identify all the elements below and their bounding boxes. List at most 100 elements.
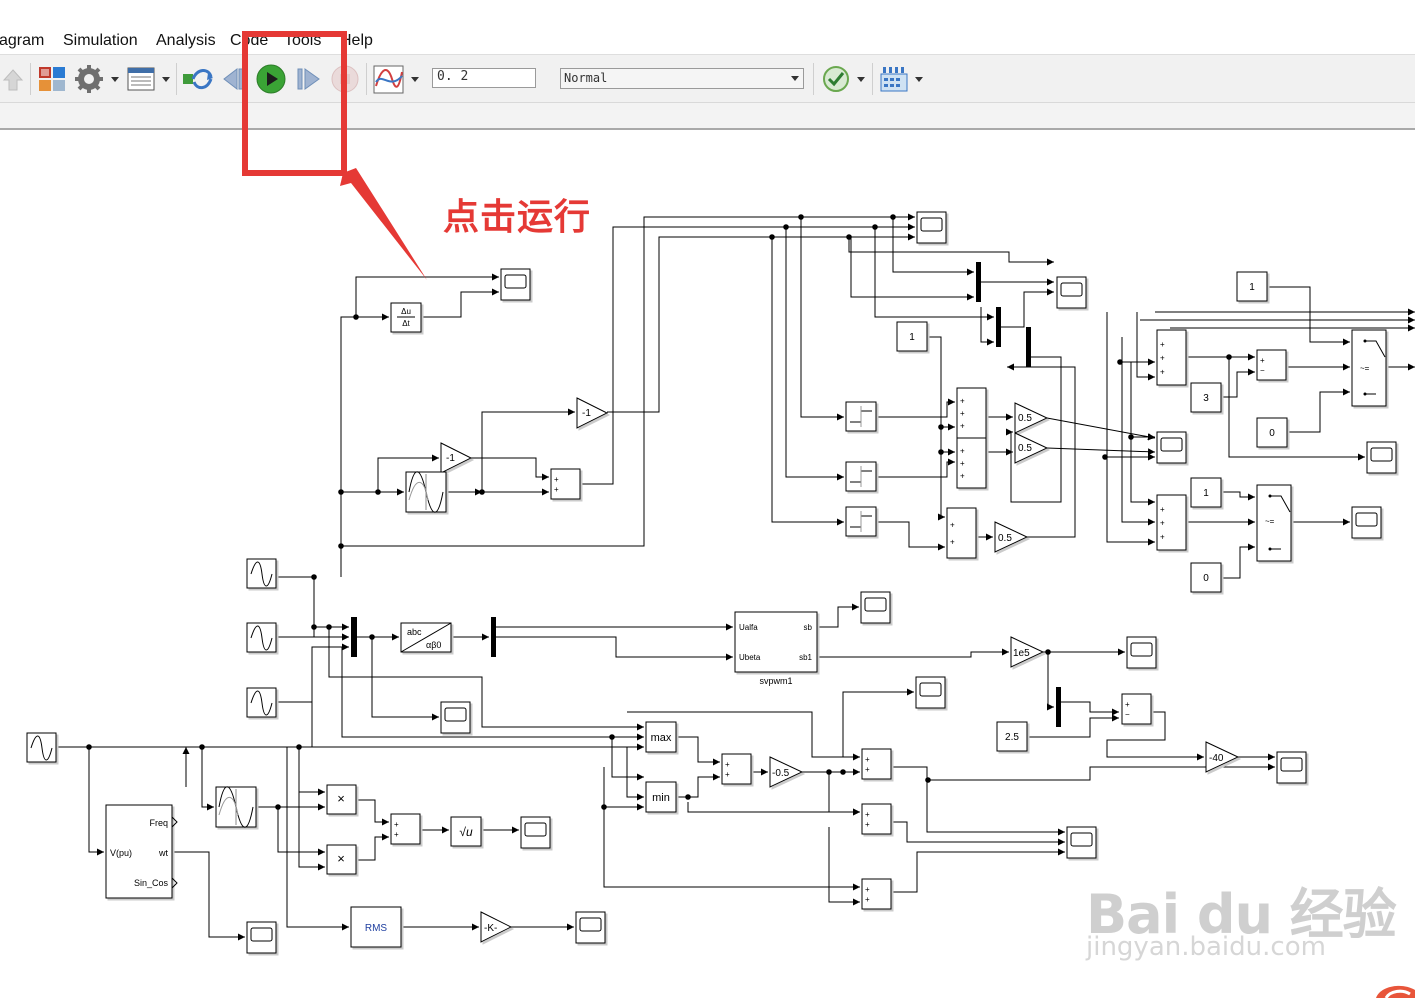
switch-block[interactable]: ~=: [1256, 484, 1292, 562]
toolbar-separator: [30, 63, 31, 95]
sine-source-a[interactable]: [246, 558, 277, 589]
gain-block[interactable]: -40: [1205, 741, 1240, 773]
pll-wt-port: wt: [158, 848, 168, 858]
sine-source-c[interactable]: [246, 687, 277, 718]
scope-block[interactable]: [1351, 506, 1382, 539]
dropdown-icon[interactable]: [856, 62, 866, 96]
menu-analysis[interactable]: Analysis: [156, 32, 216, 49]
stop-time-field[interactable]: 0. 2: [432, 68, 536, 88]
scope-block[interactable]: [440, 701, 471, 734]
gain-block[interactable]: -0.5: [769, 756, 804, 788]
sine-source-b[interactable]: [246, 622, 277, 653]
gain-block[interactable]: 0.5: [1014, 402, 1049, 434]
gain-block[interactable]: 1e5: [1010, 636, 1045, 668]
sum-block[interactable]: ++: [946, 507, 977, 559]
library-browser-icon[interactable]: [36, 62, 68, 96]
constant-block[interactable]: 0: [1256, 417, 1288, 448]
run-icon[interactable]: [255, 62, 287, 96]
model-config-icon[interactable]: [74, 62, 104, 96]
step-back-icon[interactable]: [221, 62, 251, 96]
sum-block[interactable]: +++: [1156, 494, 1187, 551]
mux-bars: [351, 262, 1061, 727]
max-block[interactable]: max: [645, 721, 677, 753]
sum-block[interactable]: ++: [861, 878, 892, 910]
sum-block[interactable]: ++: [390, 813, 421, 845]
dropdown-icon[interactable]: [410, 62, 420, 96]
product-block[interactable]: ×: [326, 844, 357, 875]
constant-block[interactable]: 1: [1190, 477, 1222, 508]
step-forward-icon[interactable]: [294, 62, 324, 96]
model-explorer-icon[interactable]: [126, 62, 156, 96]
dropdown-icon[interactable]: [110, 62, 120, 96]
gain-block[interactable]: 0.5: [994, 521, 1029, 553]
product-symbol: ×: [337, 851, 345, 866]
scope-block[interactable]: [860, 591, 891, 624]
rms-block[interactable]: RMS: [350, 906, 402, 948]
scope-block[interactable]: [500, 268, 531, 301]
chevron-down-icon: [791, 76, 799, 81]
scope-viewer-icon[interactable]: [372, 62, 406, 96]
pll-subsystem[interactable]: Freq V(pu) wt Sin_Cos: [105, 804, 178, 899]
constant-block[interactable]: 1: [1236, 271, 1268, 302]
abc-to-alphabeta-block[interactable]: abc αβ0: [400, 622, 452, 653]
scope-block[interactable]: [1066, 826, 1097, 859]
build-icon[interactable]: [878, 62, 910, 96]
dropdown-icon[interactable]: [914, 62, 924, 96]
scope-block[interactable]: [246, 921, 277, 954]
gain-block[interactable]: -K-: [480, 911, 513, 943]
constant-block[interactable]: 0: [1190, 562, 1222, 593]
constant-block[interactable]: 2.5: [996, 721, 1028, 752]
sum-block[interactable]: +++: [1156, 329, 1187, 386]
constant-block[interactable]: 3: [1190, 382, 1222, 413]
sum-block[interactable]: ++: [861, 803, 892, 835]
menu-diagram[interactable]: agram: [0, 32, 45, 49]
scope-block[interactable]: [1276, 751, 1307, 784]
toolbar-separator: [176, 63, 177, 95]
derivative-block[interactable]: Δu Δt: [390, 302, 422, 333]
model-advisor-icon[interactable]: [820, 62, 852, 96]
switch-block[interactable]: ~=: [1351, 329, 1387, 407]
sum-block[interactable]: +−: [1256, 349, 1287, 381]
scope-block[interactable]: [520, 816, 551, 849]
scope-block[interactable]: [1156, 431, 1187, 464]
gain-block[interactable]: 0.5: [1014, 432, 1049, 464]
sine-function-block[interactable]: [215, 786, 257, 828]
gain-value: -40: [1209, 753, 1224, 764]
sum-block[interactable]: +−: [1121, 693, 1152, 725]
relay-block[interactable]: [845, 506, 877, 537]
scope-block[interactable]: [916, 211, 947, 244]
scope-block[interactable]: [915, 676, 946, 709]
sine-source-d[interactable]: [26, 732, 57, 763]
menu-help[interactable]: Help: [340, 32, 373, 49]
scope-block[interactable]: [1126, 636, 1157, 669]
toolbar: 0. 2 Normal: [0, 54, 1415, 102]
sqrt-block[interactable]: √u: [450, 816, 482, 847]
simulation-mode-select[interactable]: Normal: [560, 68, 804, 89]
sum-block[interactable]: +++: [956, 437, 987, 489]
abc-label: abc: [407, 627, 422, 637]
menu-simulation[interactable]: Simulation: [63, 32, 138, 49]
scope-block[interactable]: [1366, 441, 1397, 474]
gain-block[interactable]: -1: [440, 442, 473, 474]
svpwm-subsystem[interactable]: Ualfa Ubeta sb sb1 svpwm1: [734, 611, 818, 686]
scope-block[interactable]: [1056, 276, 1087, 309]
sum-block[interactable]: +++: [956, 387, 987, 439]
up-arrow-icon[interactable]: [2, 62, 24, 96]
sum-block[interactable]: ++: [721, 753, 752, 785]
relay-block[interactable]: [845, 461, 877, 492]
gain-block[interactable]: -1: [576, 397, 609, 429]
sine-function-block[interactable]: [405, 471, 447, 513]
dropdown-icon[interactable]: [161, 62, 171, 96]
sum-block[interactable]: ++: [550, 468, 581, 500]
min-block[interactable]: min: [645, 781, 677, 813]
sum-block[interactable]: ++: [861, 748, 892, 780]
scope-block[interactable]: [575, 911, 606, 944]
constant-block[interactable]: 1: [896, 321, 928, 352]
svpwm-input-2: Ubeta: [739, 653, 761, 662]
pll-vpu-port: V(pu): [110, 848, 132, 858]
product-symbol: ×: [337, 791, 345, 806]
product-block[interactable]: ×: [326, 784, 357, 815]
relay-block[interactable]: [845, 401, 877, 432]
update-diagram-icon[interactable]: [181, 62, 215, 96]
switch-symbol: ~=: [1360, 364, 1370, 373]
